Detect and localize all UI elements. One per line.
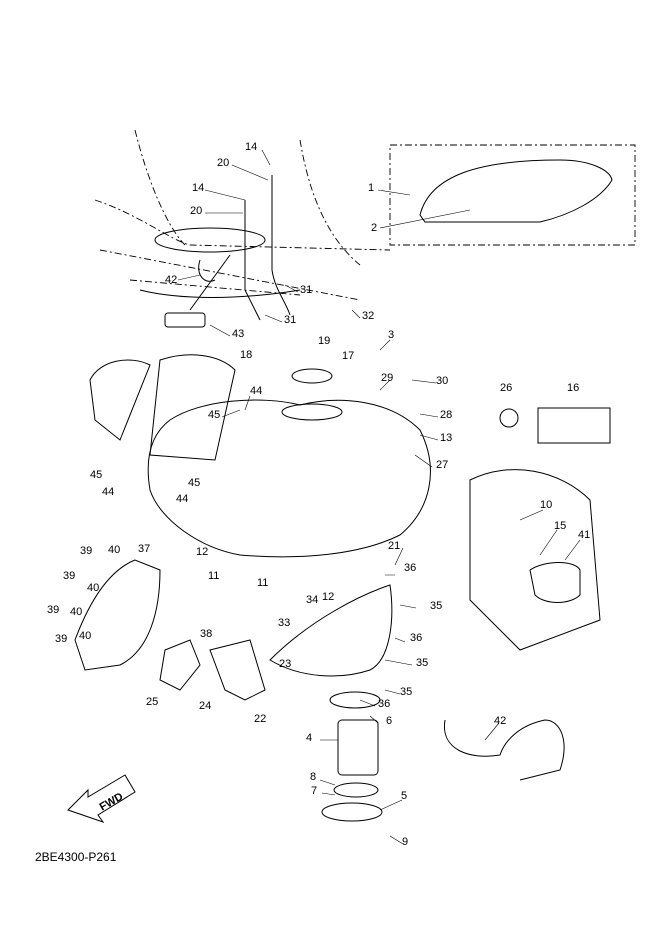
callout: 26: [500, 382, 512, 394]
callout: 28: [440, 409, 452, 421]
callout: 37: [138, 543, 150, 555]
callout: 33: [278, 617, 290, 629]
left-side-cover-art: [74, 559, 161, 671]
callout: 24: [199, 700, 211, 712]
callout: 1: [368, 182, 374, 194]
callout: 40: [108, 544, 120, 556]
fwd-arrow: FWD: [67, 774, 136, 823]
callout: 35: [430, 600, 442, 612]
callout: 43: [232, 328, 244, 340]
callout: 22: [254, 713, 266, 725]
frame-cover-art: [419, 159, 613, 223]
callout: 13: [440, 432, 452, 444]
diagram-code: 2BE4300-P261: [35, 850, 117, 864]
callout: 34: [306, 594, 318, 606]
callout: 17: [342, 350, 354, 362]
warning-label-16-art: [537, 407, 611, 444]
callout: 30: [436, 375, 448, 387]
callout: 21: [388, 540, 400, 552]
callout: 29: [381, 372, 393, 384]
callout: 2: [371, 222, 377, 234]
callout: 45: [90, 469, 102, 481]
callout: 7: [311, 785, 317, 797]
callout: 36: [378, 698, 390, 710]
fuel-pump-art: [321, 691, 383, 822]
callout: 11: [257, 577, 268, 589]
callout: 44: [176, 493, 188, 505]
callout: 11: [208, 570, 219, 582]
callout: 16: [567, 382, 579, 394]
callout: 19: [318, 335, 330, 347]
callout: 40: [87, 582, 99, 594]
callout: 20: [190, 205, 202, 217]
callout: 39: [47, 604, 59, 616]
callout: 39: [55, 633, 67, 645]
callout: 3: [388, 329, 394, 341]
callout: 40: [70, 606, 82, 618]
canister-art: [529, 562, 581, 603]
frame-inset-art: [94, 129, 391, 328]
callout: 14: [245, 141, 257, 153]
fuel-tank-art: [89, 354, 431, 558]
callout: 32: [362, 310, 374, 322]
callout: 44: [250, 385, 262, 397]
callout: 42: [165, 274, 177, 286]
callout: 9: [402, 836, 408, 848]
bracket-art: [159, 639, 266, 701]
callout: 4: [306, 732, 312, 744]
label-26-art: [499, 408, 519, 428]
callout: 39: [63, 570, 75, 582]
callout: 36: [404, 562, 416, 574]
callout: 45: [208, 409, 220, 421]
callout: 31: [284, 314, 296, 326]
callout: 23: [279, 658, 291, 670]
callout: 14: [192, 182, 204, 194]
callout: 42: [494, 715, 506, 727]
callout: 40: [79, 630, 91, 642]
callout: 8: [310, 771, 316, 783]
callout: 36: [410, 632, 422, 644]
callout: 41: [578, 529, 590, 541]
callout: 10: [540, 499, 552, 511]
callout: 31: [300, 284, 312, 296]
callout: 5: [401, 790, 407, 802]
callout: 6: [386, 715, 392, 727]
callout: 35: [400, 686, 412, 698]
callout: 15: [554, 520, 566, 532]
callout: 25: [146, 696, 158, 708]
callout: 45: [188, 477, 200, 489]
right-side-cover-art: [269, 584, 393, 677]
callout: 27: [436, 459, 448, 471]
rear-frame-art: [469, 469, 601, 651]
callout: 12: [196, 546, 208, 558]
callout: 12: [322, 591, 334, 603]
callout-labels: 14 20 14 20 1 2 42 31 31 43 32 3 19 18 1…: [47, 141, 590, 848]
callout: 39: [80, 545, 92, 557]
callout: 20: [217, 157, 229, 169]
callout: 38: [200, 628, 212, 640]
callout: 44: [102, 486, 114, 498]
fwd-label: FWD: [98, 791, 126, 814]
kit-box: [389, 144, 636, 246]
callout: 35: [416, 657, 428, 669]
hose-art: [444, 719, 565, 781]
callout: 18: [240, 349, 252, 361]
